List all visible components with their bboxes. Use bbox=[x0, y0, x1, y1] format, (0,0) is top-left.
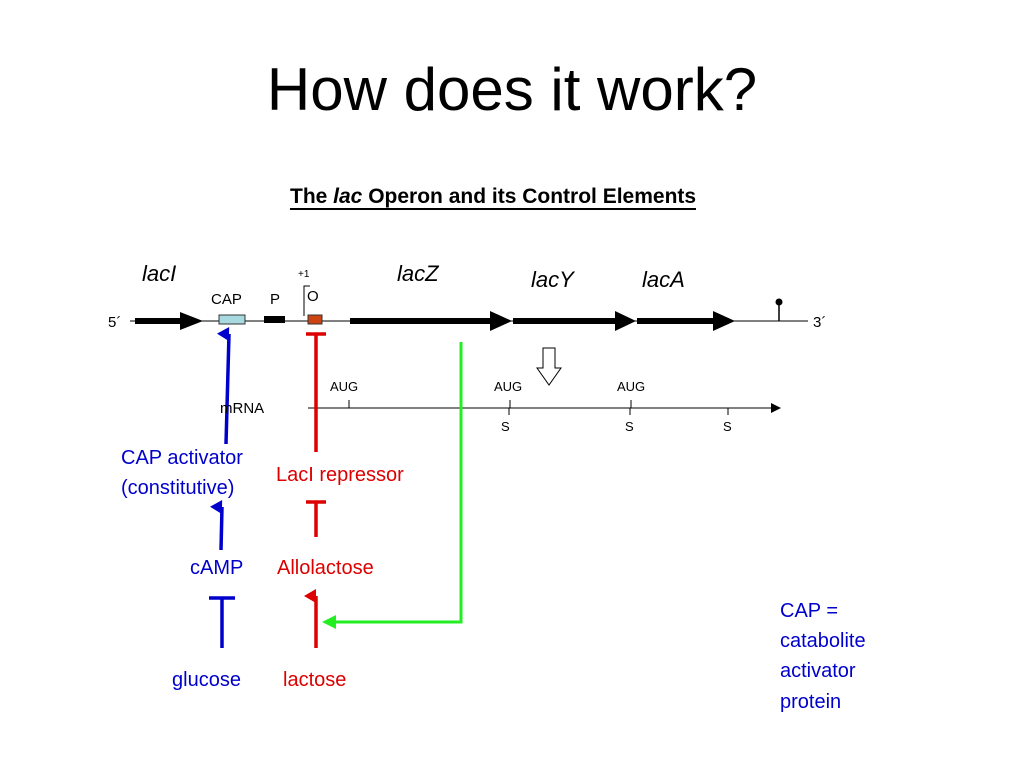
operator-box bbox=[307, 314, 323, 325]
operator-label: O bbox=[307, 288, 319, 305]
figure-title: The lac Operon and its Control Elements bbox=[290, 185, 697, 211]
mrna-label: mRNA bbox=[220, 400, 265, 417]
stop-label: S bbox=[625, 419, 634, 434]
tss-label: +1 bbox=[298, 269, 310, 280]
laca-gene-arrow bbox=[637, 311, 735, 331]
allolactose-label: Allolactose bbox=[277, 557, 374, 579]
laci-label: lacI bbox=[142, 261, 177, 286]
camp-activation-arrow bbox=[210, 500, 224, 551]
laci-repressor-label: LacI repressor bbox=[276, 464, 404, 486]
aug-label: AUG bbox=[494, 379, 523, 394]
lacz-label: lacZ bbox=[397, 261, 439, 286]
cap-activation-arrow bbox=[217, 327, 231, 445]
slide-title: How does it work? bbox=[266, 56, 758, 123]
glucose-label: glucose bbox=[172, 669, 241, 691]
camp-label: cAMP bbox=[190, 557, 244, 579]
cap-activator-constitutive-label: (constitutive) bbox=[121, 477, 235, 499]
tss-bracket bbox=[303, 285, 310, 316]
glucose-inhibition-bar bbox=[209, 596, 235, 648]
five-prime-label: 5´ bbox=[108, 314, 122, 331]
cap-activator-label: CAP activator bbox=[121, 447, 243, 469]
stop-label: S bbox=[723, 419, 732, 434]
lactose-label: lactose bbox=[283, 669, 347, 691]
cap-note-line3: activator bbox=[780, 660, 856, 682]
cap-note-line4: protein bbox=[780, 691, 842, 713]
laci-gene-arrow bbox=[135, 312, 203, 330]
three-prime-label: 3´ bbox=[813, 314, 827, 331]
promoter-label: P bbox=[270, 291, 281, 308]
terminator bbox=[775, 298, 783, 321]
repressor-inhibition-bar bbox=[306, 332, 326, 452]
laca-label: lacA bbox=[642, 267, 685, 292]
cap-site-label: CAP bbox=[211, 291, 242, 308]
cap-site bbox=[218, 314, 246, 325]
aug-label: AUG bbox=[330, 379, 359, 394]
stop-label: S bbox=[501, 419, 510, 434]
promoter-box bbox=[264, 316, 285, 323]
cap-note-line2: catabolite bbox=[780, 630, 866, 652]
cap-note-line1: CAP = bbox=[780, 600, 838, 622]
lacy-label: lacY bbox=[531, 267, 574, 292]
lacz-induction-arrow bbox=[322, 342, 463, 629]
aug-label: AUG bbox=[617, 379, 646, 394]
lacy-gene-arrow bbox=[513, 311, 636, 331]
transcription-down-arrow bbox=[536, 347, 562, 386]
lacz-gene-arrow bbox=[350, 311, 512, 331]
allolactose-inhibition-bar bbox=[306, 500, 326, 537]
